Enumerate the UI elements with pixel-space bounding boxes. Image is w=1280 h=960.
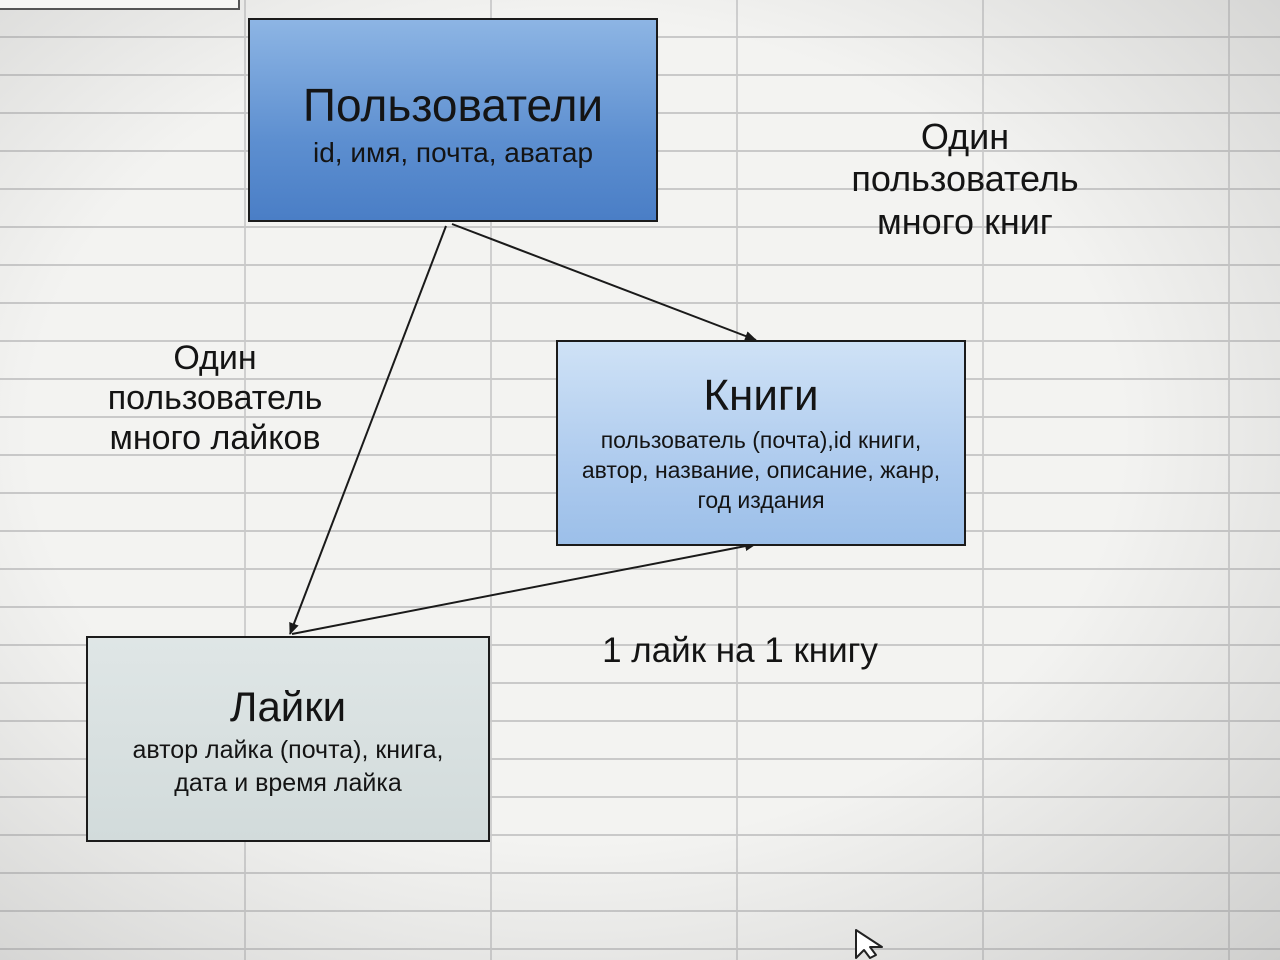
entity-likes-title: Лайки bbox=[229, 683, 347, 730]
entity-users[interactable]: Пользователи id, имя, почта, аватар bbox=[248, 18, 658, 222]
entity-likes-fields: автор лайка (почта), книга, дата и время… bbox=[132, 736, 444, 797]
entity-books[interactable]: Книги пользователь (почта),id книги, авт… bbox=[556, 340, 966, 546]
entity-users-title: Пользователи bbox=[302, 79, 604, 131]
selected-cell-edge bbox=[0, 0, 240, 10]
mouse-pointer-icon bbox=[855, 929, 883, 959]
connector-users-to-books[interactable] bbox=[451, 223, 757, 341]
entity-books-fields: пользователь (почта),id книги, автор, на… bbox=[581, 427, 941, 514]
entity-users-fields: id, имя, почта, аватар bbox=[312, 136, 594, 168]
entity-books-title: Книги bbox=[703, 371, 819, 420]
note-one-user-many-books: Один пользователь много книг bbox=[851, 116, 1079, 242]
note-one-like-per-book: 1 лайк на 1 книгу bbox=[602, 631, 878, 670]
note-one-user-many-likes: Один пользователь много лайков bbox=[107, 339, 323, 458]
connector-users-to-likes[interactable] bbox=[289, 225, 447, 635]
entity-likes[interactable]: Лайки автор лайка (почта), книга, дата и… bbox=[86, 636, 490, 842]
connector-likes-to-books[interactable] bbox=[291, 541, 757, 635]
